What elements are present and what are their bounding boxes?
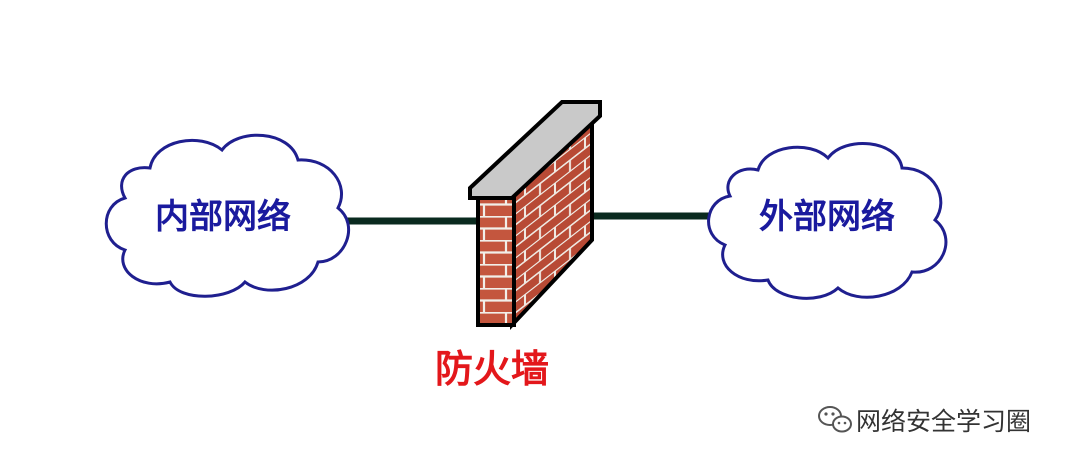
external-network-cloud: 外部网络	[707, 142, 948, 300]
watermark-text: 网络安全学习圈	[856, 407, 1031, 436]
watermark: 网络安全学习圈	[818, 406, 1031, 436]
internal-network-label: 内部网络	[155, 197, 291, 237]
firewall-wall	[468, 100, 602, 331]
wall-front-face	[476, 188, 516, 327]
wechat-icon	[818, 406, 852, 433]
firewall-label: 防火墙	[435, 347, 549, 391]
internal-network-cloud: 内部网络	[104, 133, 350, 298]
external-network-label: 外部网络	[759, 197, 895, 237]
